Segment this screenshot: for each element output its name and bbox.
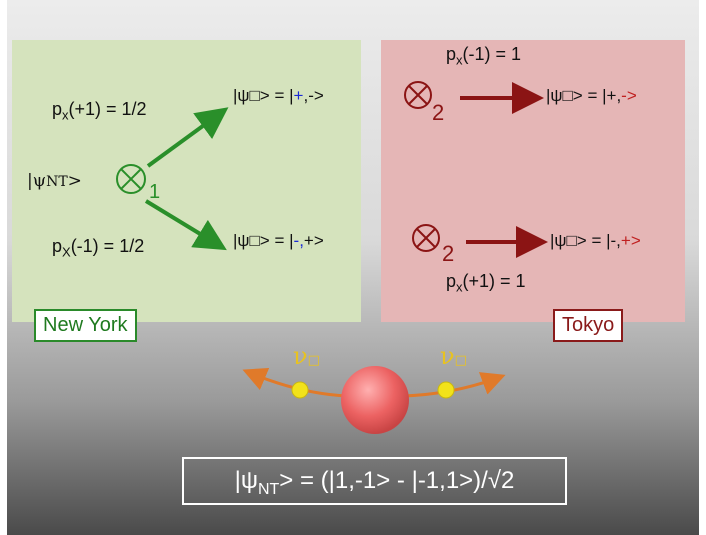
left-particle-dot	[291, 381, 309, 399]
tokyo-bottom-probability: px(+1) = 1	[446, 271, 526, 295]
ny-lower-arrow	[144, 199, 227, 251]
new-york-panel	[12, 40, 361, 322]
tokyo-top-detector-index: 2	[432, 100, 445, 125]
ny-upper-probability: px(+1) = 1/2	[52, 99, 147, 123]
right-neutrino-label: ν□	[440, 342, 467, 370]
tokyo-top-outcome: |ψ□> = |+,->	[546, 86, 637, 105]
ny-upper-arrow	[146, 107, 229, 168]
tokyo-label: Tokyo	[553, 309, 624, 342]
ny-lower-outcome: |ψ□> = |-,+>	[233, 231, 324, 250]
left-neutrino-label: ν□	[293, 342, 320, 370]
tokyo-top-detector-icon	[404, 81, 432, 109]
new-york-label: New York	[34, 309, 137, 342]
tokyo-bottom-detector-icon	[412, 224, 440, 252]
tokyo-top-probability: px(-1) = 1	[446, 44, 522, 68]
source-sphere	[341, 366, 409, 434]
ny-detector-icon	[116, 164, 146, 194]
ny-entangled-state: |ψNT>	[27, 171, 82, 191]
tokyo-bottom-detector-index: 2	[442, 241, 455, 266]
ny-detector-index: 1	[149, 181, 161, 203]
tokyo-bottom-outcome: |ψ□> = |-,+>	[550, 231, 641, 250]
ny-upper-outcome: |ψ□> = |+,->	[233, 86, 324, 105]
right-particle-dot	[437, 381, 455, 399]
entangled-state-formula: |ψNT> = (|1,-1> - |-1,1>)/√2	[182, 457, 567, 505]
ny-lower-probability: pX(-1) = 1/2	[52, 236, 145, 260]
